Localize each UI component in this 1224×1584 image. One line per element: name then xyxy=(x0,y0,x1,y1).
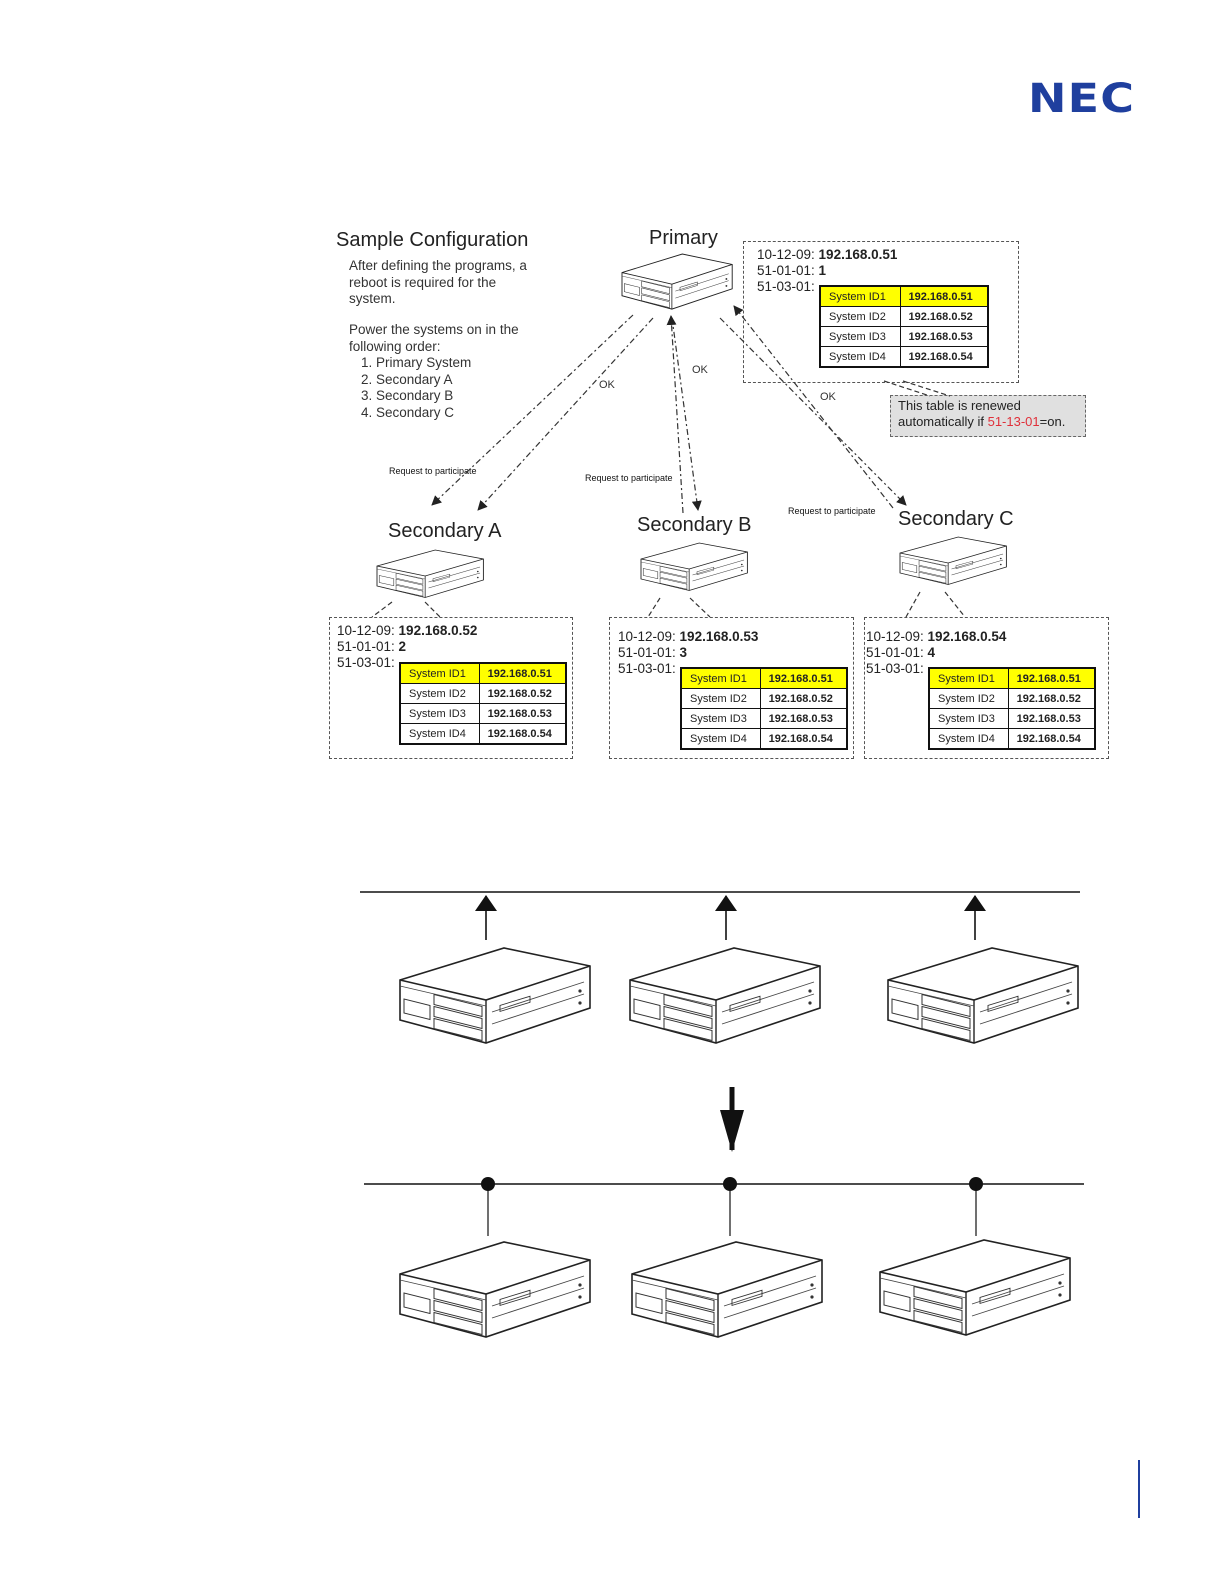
primary-label: Primary xyxy=(649,227,718,249)
ok-label-c: OK xyxy=(820,391,836,403)
device-icon-top-2 xyxy=(629,947,821,1044)
renew-code: 51-13-01 xyxy=(987,414,1040,429)
primary-ip: 192.168.0.51 xyxy=(818,247,898,262)
secondary-b-label: Secondary B xyxy=(637,514,752,536)
secondary-a-device-icon xyxy=(376,549,484,598)
secondary-c-label: Secondary C xyxy=(898,508,1014,530)
secondary-c-program-box: 10-12-09: 192.168.0.54 51-01-01: 4 51-03… xyxy=(864,617,1109,759)
device-icon-bottom-3 xyxy=(879,1239,1071,1336)
box-connectors xyxy=(371,380,966,618)
order-item: 4. Secondary C xyxy=(361,404,455,420)
request-label-b: Request to participate xyxy=(585,473,673,483)
transition-arrow-head xyxy=(720,1110,744,1152)
secondary-c-device-icon xyxy=(899,536,1007,585)
page-edge-rule xyxy=(1138,1460,1140,1518)
secondary-c-ip: 192.168.0.54 xyxy=(927,629,1007,644)
reboot-note: After defining the programs, a reboot is… xyxy=(349,258,527,306)
secondary-b-program-box: 10-12-09: 192.168.0.53 51-01-01: 3 51-03… xyxy=(609,617,854,759)
device-icon-top-3 xyxy=(887,947,1079,1044)
device-icon-bottom-1 xyxy=(399,1241,591,1338)
ok-label-b: OK xyxy=(692,364,708,376)
request-label-c: Request to participate xyxy=(788,506,876,516)
secondary-c-system-number: 4 xyxy=(927,645,936,660)
device-icon-bottom-2 xyxy=(631,1241,823,1338)
secondary-b-device-icon xyxy=(640,542,748,591)
primary-program-box: 10-12-09: 192.168.0.51 51-01-01: 1 51-03… xyxy=(743,241,1019,383)
primary-system-number: 1 xyxy=(818,263,827,278)
power-order-note: Power the systems on in the following or… xyxy=(349,322,519,354)
secondary-b-system-number: 3 xyxy=(679,645,688,660)
ok-label-a: OK xyxy=(599,379,615,391)
secondary-a-program-box: 10-12-09: 192.168.0.52 51-01-01: 2 51-03… xyxy=(329,617,573,759)
nec-logo: NEC xyxy=(1028,76,1136,122)
communication-arrows xyxy=(431,305,907,514)
renew-note: This table is renewed automatically if 5… xyxy=(890,395,1086,437)
primary-device-icon xyxy=(621,253,733,310)
secondary-a-system-number: 2 xyxy=(398,639,407,654)
request-label-a: Request to participate xyxy=(389,466,477,476)
order-item: 1. Primary System xyxy=(361,355,472,370)
device-icon-top-1 xyxy=(399,947,591,1044)
order-item: 2. Secondary A xyxy=(361,371,453,387)
secondary-b-ip: 192.168.0.53 xyxy=(679,629,759,644)
secondary-a-ip: 192.168.0.52 xyxy=(398,623,478,638)
secondary-a-label: Secondary A xyxy=(388,520,502,542)
order-item: 3. Secondary B xyxy=(361,388,454,403)
power-order-list: 1. Primary System 2. Secondary A 3. Seco… xyxy=(361,355,471,421)
diagram-title: Sample Configuration xyxy=(336,229,529,251)
